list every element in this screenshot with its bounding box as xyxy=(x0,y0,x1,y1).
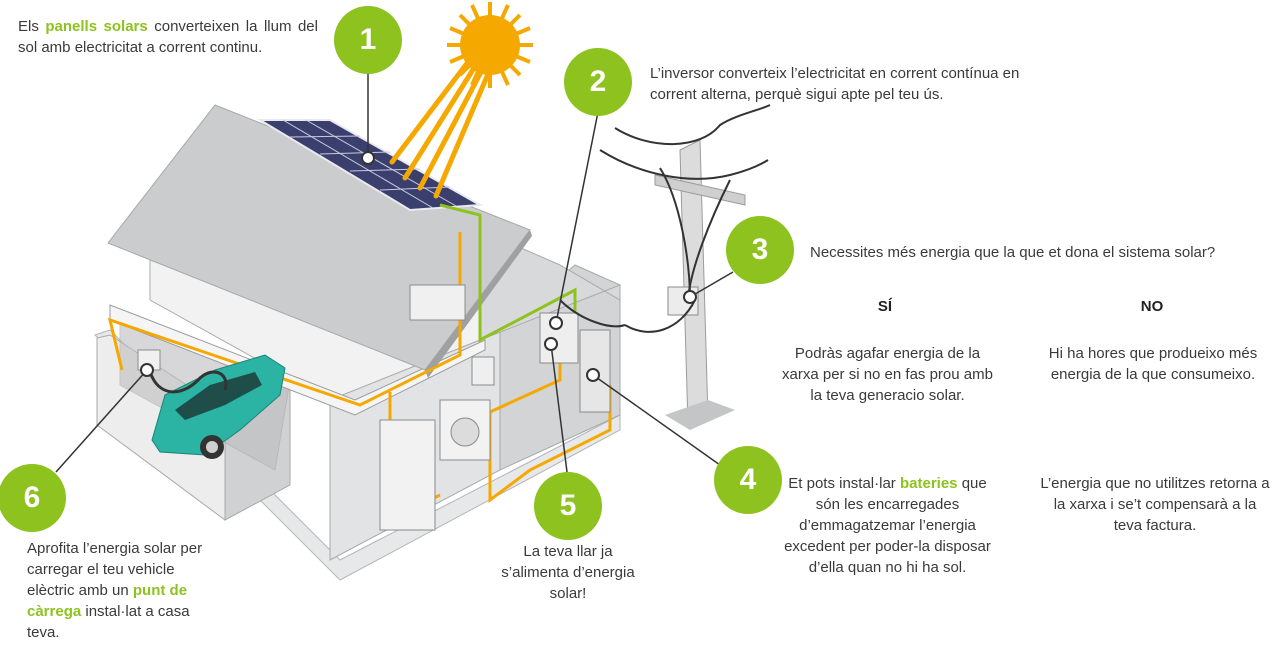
step-3-badge: 3 xyxy=(726,216,794,284)
callout-markers xyxy=(140,151,697,382)
step-6-badge: 6 xyxy=(0,464,66,532)
callout-lines xyxy=(55,72,734,473)
step-1-text: Els panells solars converteixen la llum … xyxy=(18,18,318,56)
solar-panel-array xyxy=(256,119,484,212)
step-3-question: Necessites més energia que la que et don… xyxy=(810,244,1216,261)
step-4-highlight: bateries xyxy=(899,475,958,492)
dc-wire xyxy=(439,203,577,343)
distribution-box xyxy=(471,356,495,386)
utility-pole xyxy=(654,139,746,430)
step-4-text: Et pots instal·lar bateries que són les … xyxy=(784,475,991,576)
return-note: L’energia que no utilitzes retorna a la … xyxy=(1040,475,1270,534)
power-lines xyxy=(559,104,771,333)
step-1-highlight: panells solars xyxy=(45,18,148,35)
control-panel xyxy=(409,284,466,321)
answer-yes-text: Podràs agafar energia de la xarxa per si… xyxy=(782,345,993,404)
electric-car-icon xyxy=(151,354,286,459)
sun-icon xyxy=(447,2,533,88)
step-4-badge: 4 xyxy=(714,446,782,514)
answer-no-text: Hi ha hores que produeixo més energia de… xyxy=(1048,345,1258,383)
charging-cable xyxy=(148,370,228,394)
washing-machine-door xyxy=(450,417,480,447)
sun-rays xyxy=(389,59,491,199)
answer-no-label: NO xyxy=(1140,298,1164,315)
step-2-text: L’inversor converteix l’electricitat en … xyxy=(650,65,1020,103)
fridge xyxy=(379,419,436,531)
step-1-badge: 1 xyxy=(334,6,402,74)
step-6-highlight: punt de càrrega xyxy=(27,582,188,620)
step-6-text: Aprofita l’energia solar per carregar el… xyxy=(27,540,203,641)
step-5-badge: 5 xyxy=(534,472,602,540)
step-2-badge: 2 xyxy=(564,48,632,116)
answer-yes-label: SÍ xyxy=(877,298,893,315)
floor-slab xyxy=(109,304,486,416)
step-5-text: La teva llar ja s’alimenta d’energia sol… xyxy=(501,543,635,602)
